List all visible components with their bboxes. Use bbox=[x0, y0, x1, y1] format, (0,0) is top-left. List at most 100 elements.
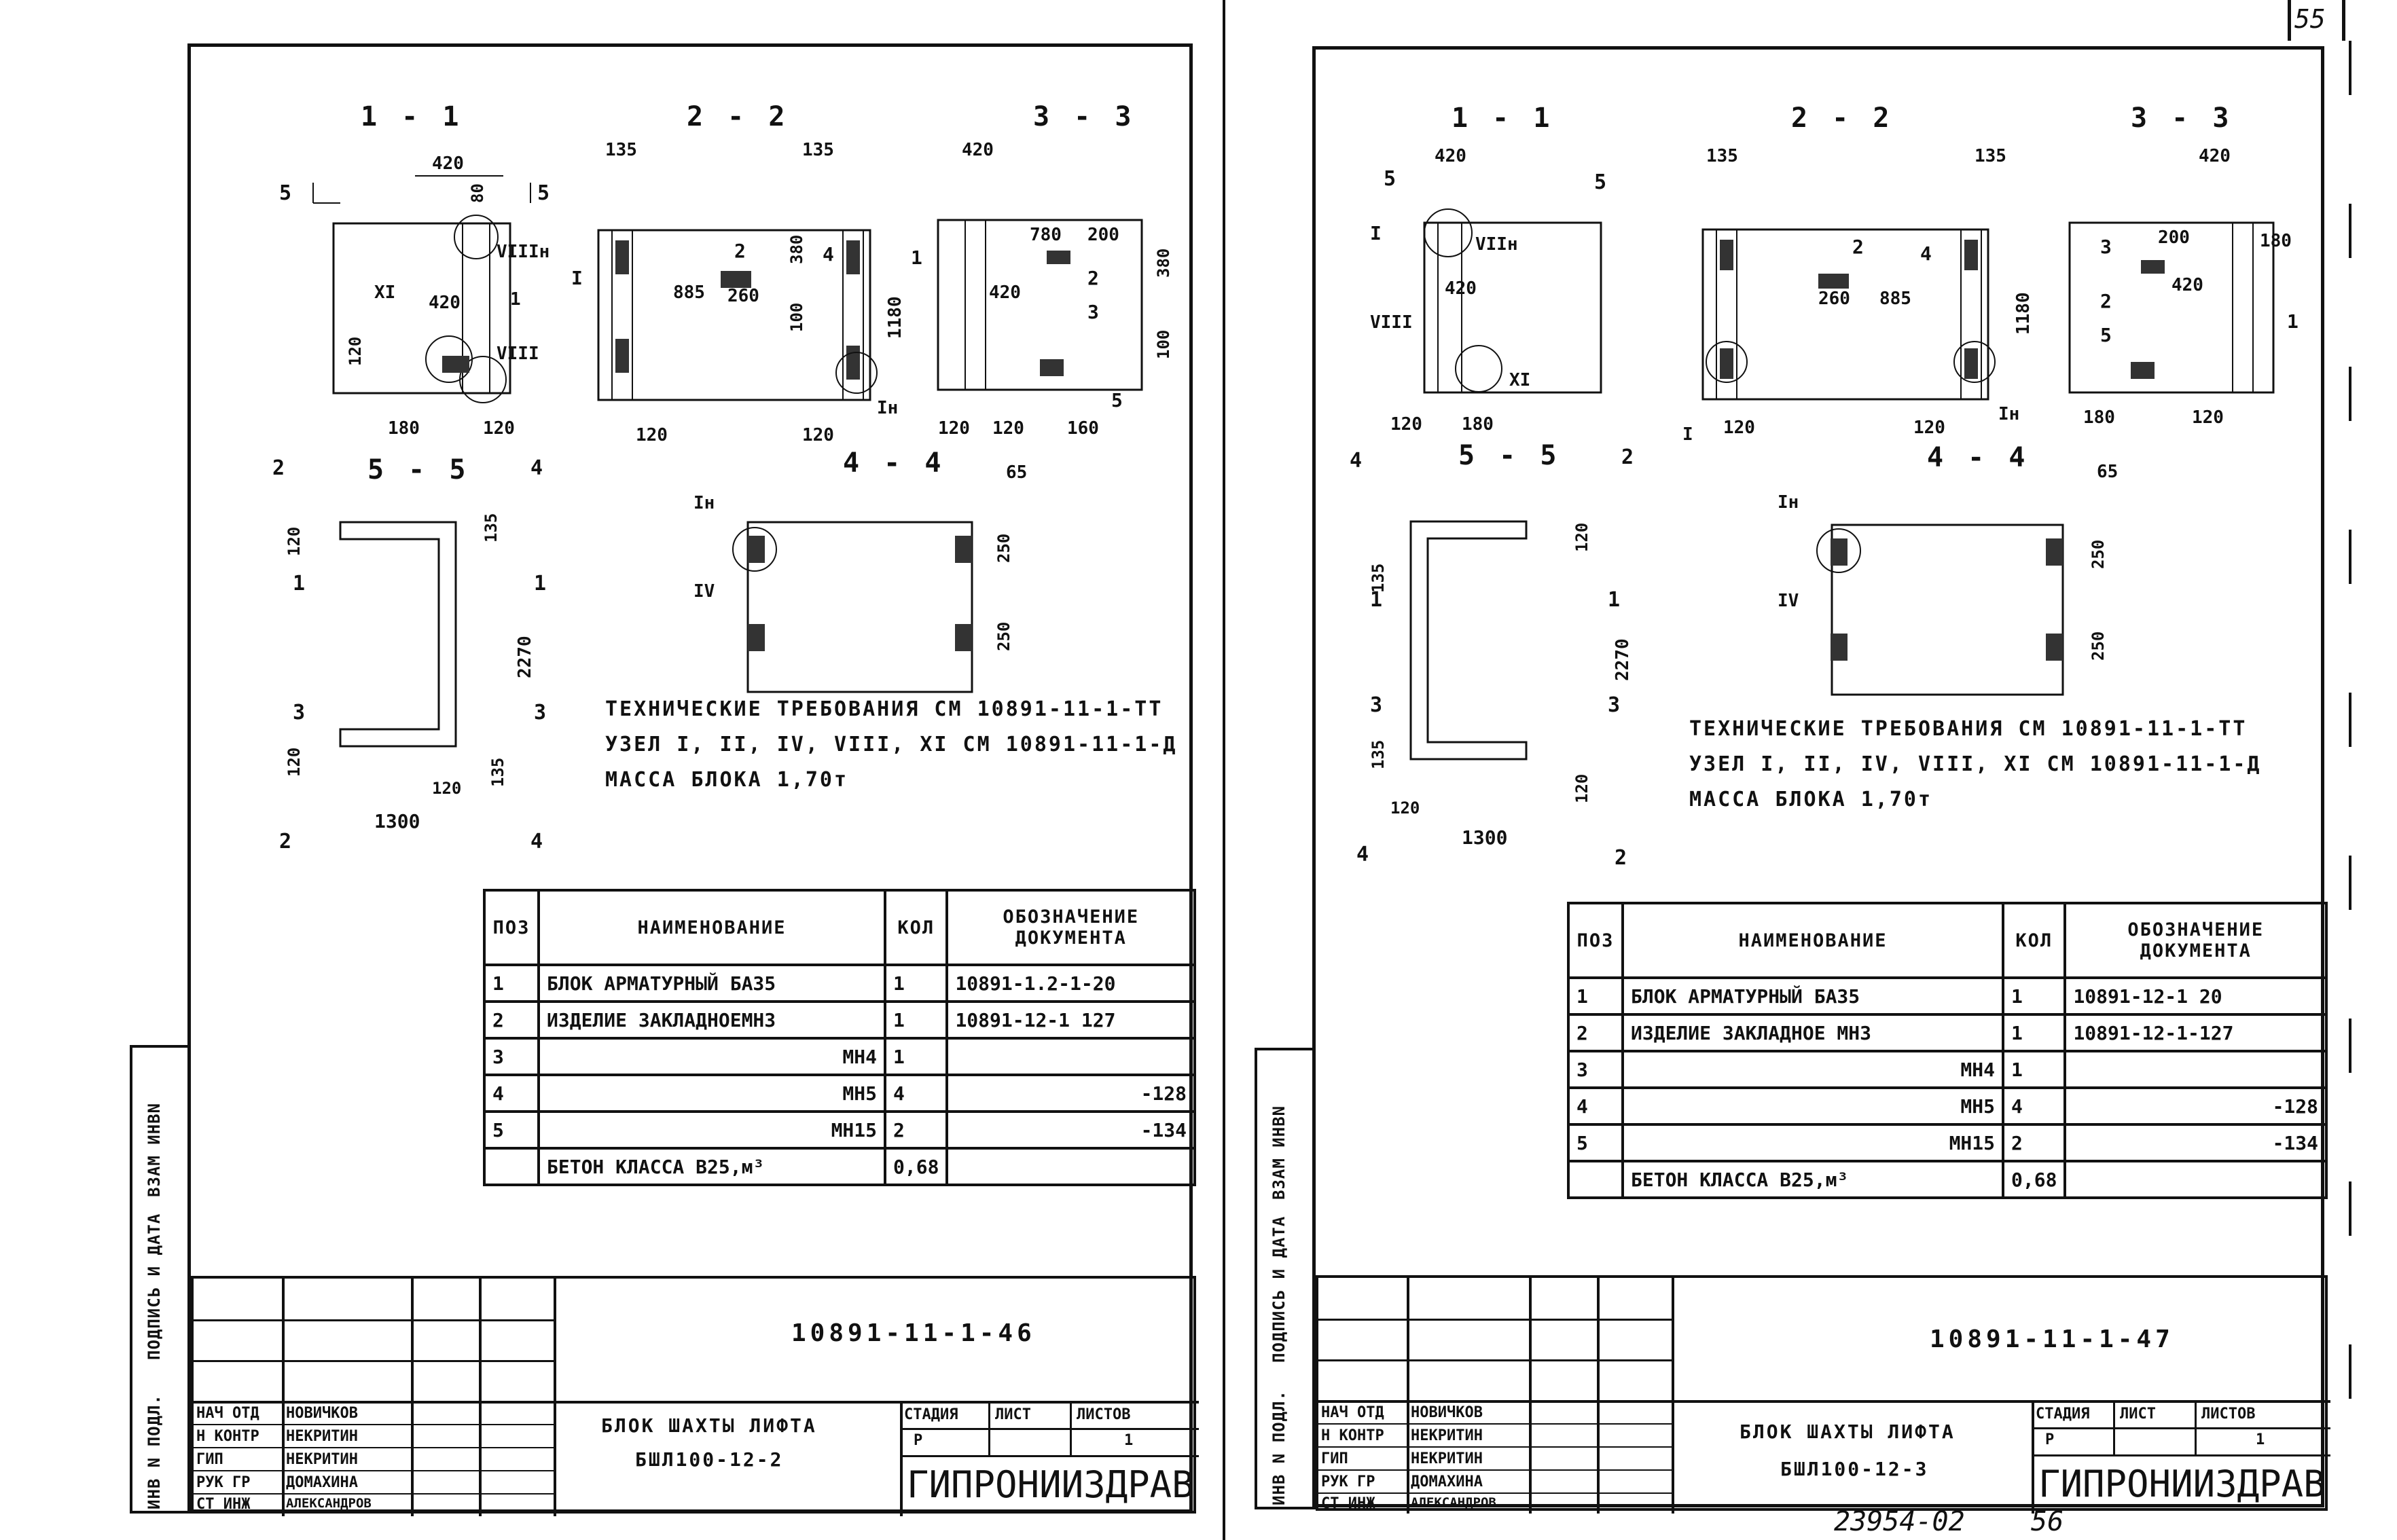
spec-cell bbox=[945, 1037, 1196, 1076]
spec-cell: МН4 bbox=[1621, 1050, 2004, 1089]
svg-text:200: 200 bbox=[2158, 227, 2190, 248]
svg-text:420: 420 bbox=[989, 282, 1021, 303]
svg-text:1: 1 bbox=[1608, 588, 1620, 612]
svg-text:1: 1 bbox=[534, 572, 546, 595]
svg-text:250: 250 bbox=[2089, 631, 2108, 661]
svg-text:5: 5 bbox=[1111, 389, 1123, 411]
svg-text:VIIIн: VIIIн bbox=[497, 242, 549, 262]
svg-text:120: 120 bbox=[285, 748, 304, 777]
svg-text:135: 135 bbox=[482, 513, 501, 543]
section-2-2-outline bbox=[597, 229, 871, 401]
org-name: ГИПРОНИИЗДРАВ bbox=[907, 1463, 1194, 1506]
spec-cell bbox=[1567, 1160, 1624, 1199]
svg-text:65: 65 bbox=[2097, 462, 2118, 482]
spec-cell: -134 bbox=[945, 1110, 1196, 1150]
section-1-1-wall bbox=[462, 223, 490, 394]
section-title-2-2: 2 - 2 bbox=[1791, 103, 1894, 134]
side-strip-2: ВЗАМ ИНВN ПОДПИСЬ И ДАТА ИНВ N ПОДЛ. bbox=[1255, 1048, 1316, 1509]
svg-text:885: 885 bbox=[1879, 289, 1911, 309]
svg-text:XI: XI bbox=[374, 282, 395, 303]
svg-text:4: 4 bbox=[530, 456, 543, 480]
role-4: СТ ИНЖ bbox=[1321, 1495, 1375, 1512]
svg-text:120: 120 bbox=[285, 527, 304, 556]
spec-table-1: ПОЗ НАИМЕНОВАНИЕ КОЛ ОБОЗНАЧЕНИЕ ДОКУМЕН… bbox=[483, 889, 1196, 1186]
spec-cell: 2 bbox=[2001, 1123, 2067, 1162]
spec-cell: 3 bbox=[483, 1037, 540, 1076]
svg-text:120: 120 bbox=[938, 418, 970, 439]
svg-text:135: 135 bbox=[1706, 146, 1738, 166]
spec-cell: 5 bbox=[483, 1110, 540, 1150]
svg-text:380: 380 bbox=[787, 235, 806, 264]
spec-cell: 2 bbox=[483, 1000, 540, 1040]
svg-text:780: 780 bbox=[1030, 225, 1062, 245]
sheets-value: 1 bbox=[2256, 1431, 2265, 1448]
spec-cell bbox=[2063, 1160, 2328, 1199]
svg-text:135: 135 bbox=[1369, 740, 1388, 769]
svg-text:260: 260 bbox=[727, 286, 759, 306]
section-title-2-2: 2 - 2 bbox=[687, 101, 789, 132]
spec-header-row: ПОЗ НАИМЕНОВАНИЕ КОЛ ОБОЗНАЧЕНИЕ ДОКУМЕН… bbox=[483, 889, 1196, 966]
side-strip-inv: ИНВ N ПОДЛ. bbox=[145, 1394, 164, 1509]
spec-cell: 10891-12-1 127 bbox=[945, 1000, 1196, 1040]
name-3: ДОМАХИНА bbox=[286, 1474, 358, 1491]
svg-text:120: 120 bbox=[636, 425, 668, 445]
side-strip-podpis: ПОДПИСЬ И ДАТА bbox=[1269, 1215, 1288, 1363]
section-drawings-2: 420 420 120 180 I VIII VIIн XI 5 5 2 4 2… bbox=[1350, 146, 2299, 870]
spec-cell: БЕТОН КЛАССА В25,м³ bbox=[1621, 1160, 2004, 1199]
section-title-4-4: 4 - 4 bbox=[843, 447, 945, 479]
stage-label: СТАДИЯ bbox=[904, 1406, 958, 1423]
sheet-label: ЛИСТ bbox=[995, 1406, 1031, 1423]
spec-cell: 0,68 bbox=[883, 1147, 949, 1186]
spec-cell: -128 bbox=[945, 1074, 1196, 1113]
spec-cell: МН5 bbox=[1621, 1086, 2004, 1126]
section-title-3-3: 3 - 3 bbox=[1033, 101, 1136, 132]
archive-number: 23954-02 bbox=[1834, 1506, 1965, 1537]
svg-text:250: 250 bbox=[994, 622, 1013, 651]
svg-text:180: 180 bbox=[2083, 407, 2115, 428]
svg-text:1: 1 bbox=[293, 572, 305, 595]
svg-text:250: 250 bbox=[2089, 540, 2108, 569]
svg-text:120: 120 bbox=[1390, 414, 1422, 435]
svg-text:135: 135 bbox=[605, 140, 637, 160]
svg-text:Iн: Iн bbox=[1998, 404, 2019, 424]
svg-text:5: 5 bbox=[1384, 167, 1396, 191]
section-3-3-outline bbox=[937, 219, 1143, 391]
svg-text:1: 1 bbox=[2287, 310, 2299, 333]
doc-code: 10891-11-1-47 bbox=[1930, 1325, 2174, 1353]
svg-text:120: 120 bbox=[2192, 407, 2224, 428]
svg-text:1180: 1180 bbox=[2013, 292, 2034, 335]
title-block-2: 10891-11-1-47 НАЧ ОТД Н КОНТР ГИП РУК ГР… bbox=[1316, 1275, 2330, 1514]
svg-text:XI: XI bbox=[1509, 370, 1530, 390]
spec-cell: 1 bbox=[1567, 976, 1624, 1016]
spec-cell: 4 bbox=[483, 1074, 540, 1113]
svg-text:120: 120 bbox=[1723, 418, 1755, 438]
spec-cell: 1 bbox=[2001, 1050, 2067, 1089]
spec-cell: БЕТОН КЛАССА В25,м³ bbox=[537, 1147, 886, 1186]
svg-text:1: 1 bbox=[510, 289, 521, 310]
svg-text:2: 2 bbox=[2100, 290, 2112, 312]
spec-cell: МН5 bbox=[537, 1074, 886, 1113]
svg-text:2: 2 bbox=[1852, 236, 1864, 258]
svg-text:120: 120 bbox=[483, 418, 515, 439]
spec-header-name: НАИМЕНОВАНИЕ bbox=[1621, 902, 2004, 979]
tech-line-2: УЗЕЛ I, II, IV, VIII, XI СМ 10891-11-1-Д bbox=[1689, 752, 2262, 776]
spec-cell: БЛОК АРМАТУРНЫЙ БА35 bbox=[1621, 976, 2004, 1016]
svg-text:1180: 1180 bbox=[885, 296, 905, 339]
svg-text:1: 1 bbox=[911, 246, 922, 269]
section-title-5-5: 5 - 5 bbox=[1458, 440, 1561, 471]
spec-cell: 1 bbox=[883, 1037, 949, 1076]
spec-cell: ИЗДЕЛИЕ ЗАКЛАДНОЕМН3 bbox=[537, 1000, 886, 1040]
svg-text:420: 420 bbox=[1435, 146, 1466, 166]
svg-text:4: 4 bbox=[823, 243, 834, 265]
item-name-1: БЛОК ШАХТЫ ЛИФТА bbox=[601, 1414, 817, 1437]
spec-cell: МН15 bbox=[537, 1110, 886, 1150]
svg-text:120: 120 bbox=[992, 418, 1024, 439]
spec-header-pos: ПОЗ bbox=[483, 889, 540, 966]
tech-line-3: МАССА БЛОКА 1,70т bbox=[1689, 788, 1933, 811]
